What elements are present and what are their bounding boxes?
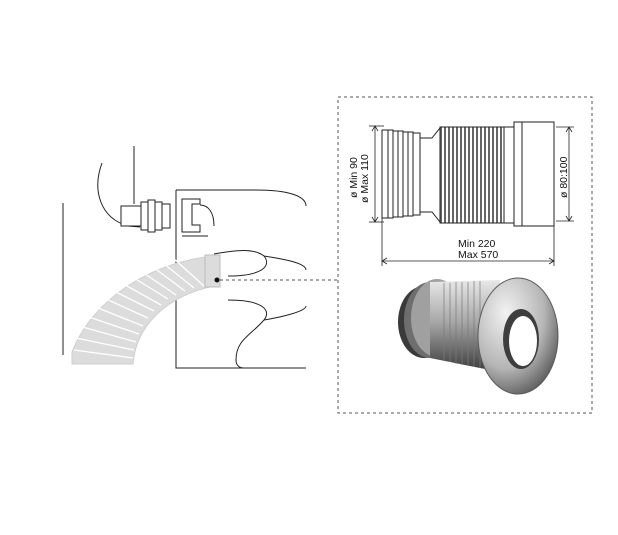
connector-side-view [381, 121, 555, 227]
label-diameter-left-max: ø Max 110 [359, 154, 371, 203]
wall-housing [175, 190, 306, 369]
socket-detail [181, 198, 201, 233]
flexible-hose [71, 254, 221, 365]
detail-box [337, 96, 593, 414]
label-length-min: Min 220 [458, 238, 496, 250]
connector-flange [513, 121, 555, 227]
label-length-max: Max 570 [458, 249, 498, 261]
dimension-lines [369, 125, 574, 266]
callout-dot [214, 277, 220, 283]
corrugated-section [439, 126, 505, 224]
housing-top [176, 189, 307, 207]
label-diameter-right: ø 80:100 [558, 156, 570, 198]
installation-scene [62, 146, 307, 369]
connector-3d-render [398, 277, 559, 395]
toilet-outlet-bellows [120, 199, 171, 233]
drain-pipe [213, 250, 268, 277]
label-diameter-left-min: ø Min 90 [348, 157, 360, 198]
